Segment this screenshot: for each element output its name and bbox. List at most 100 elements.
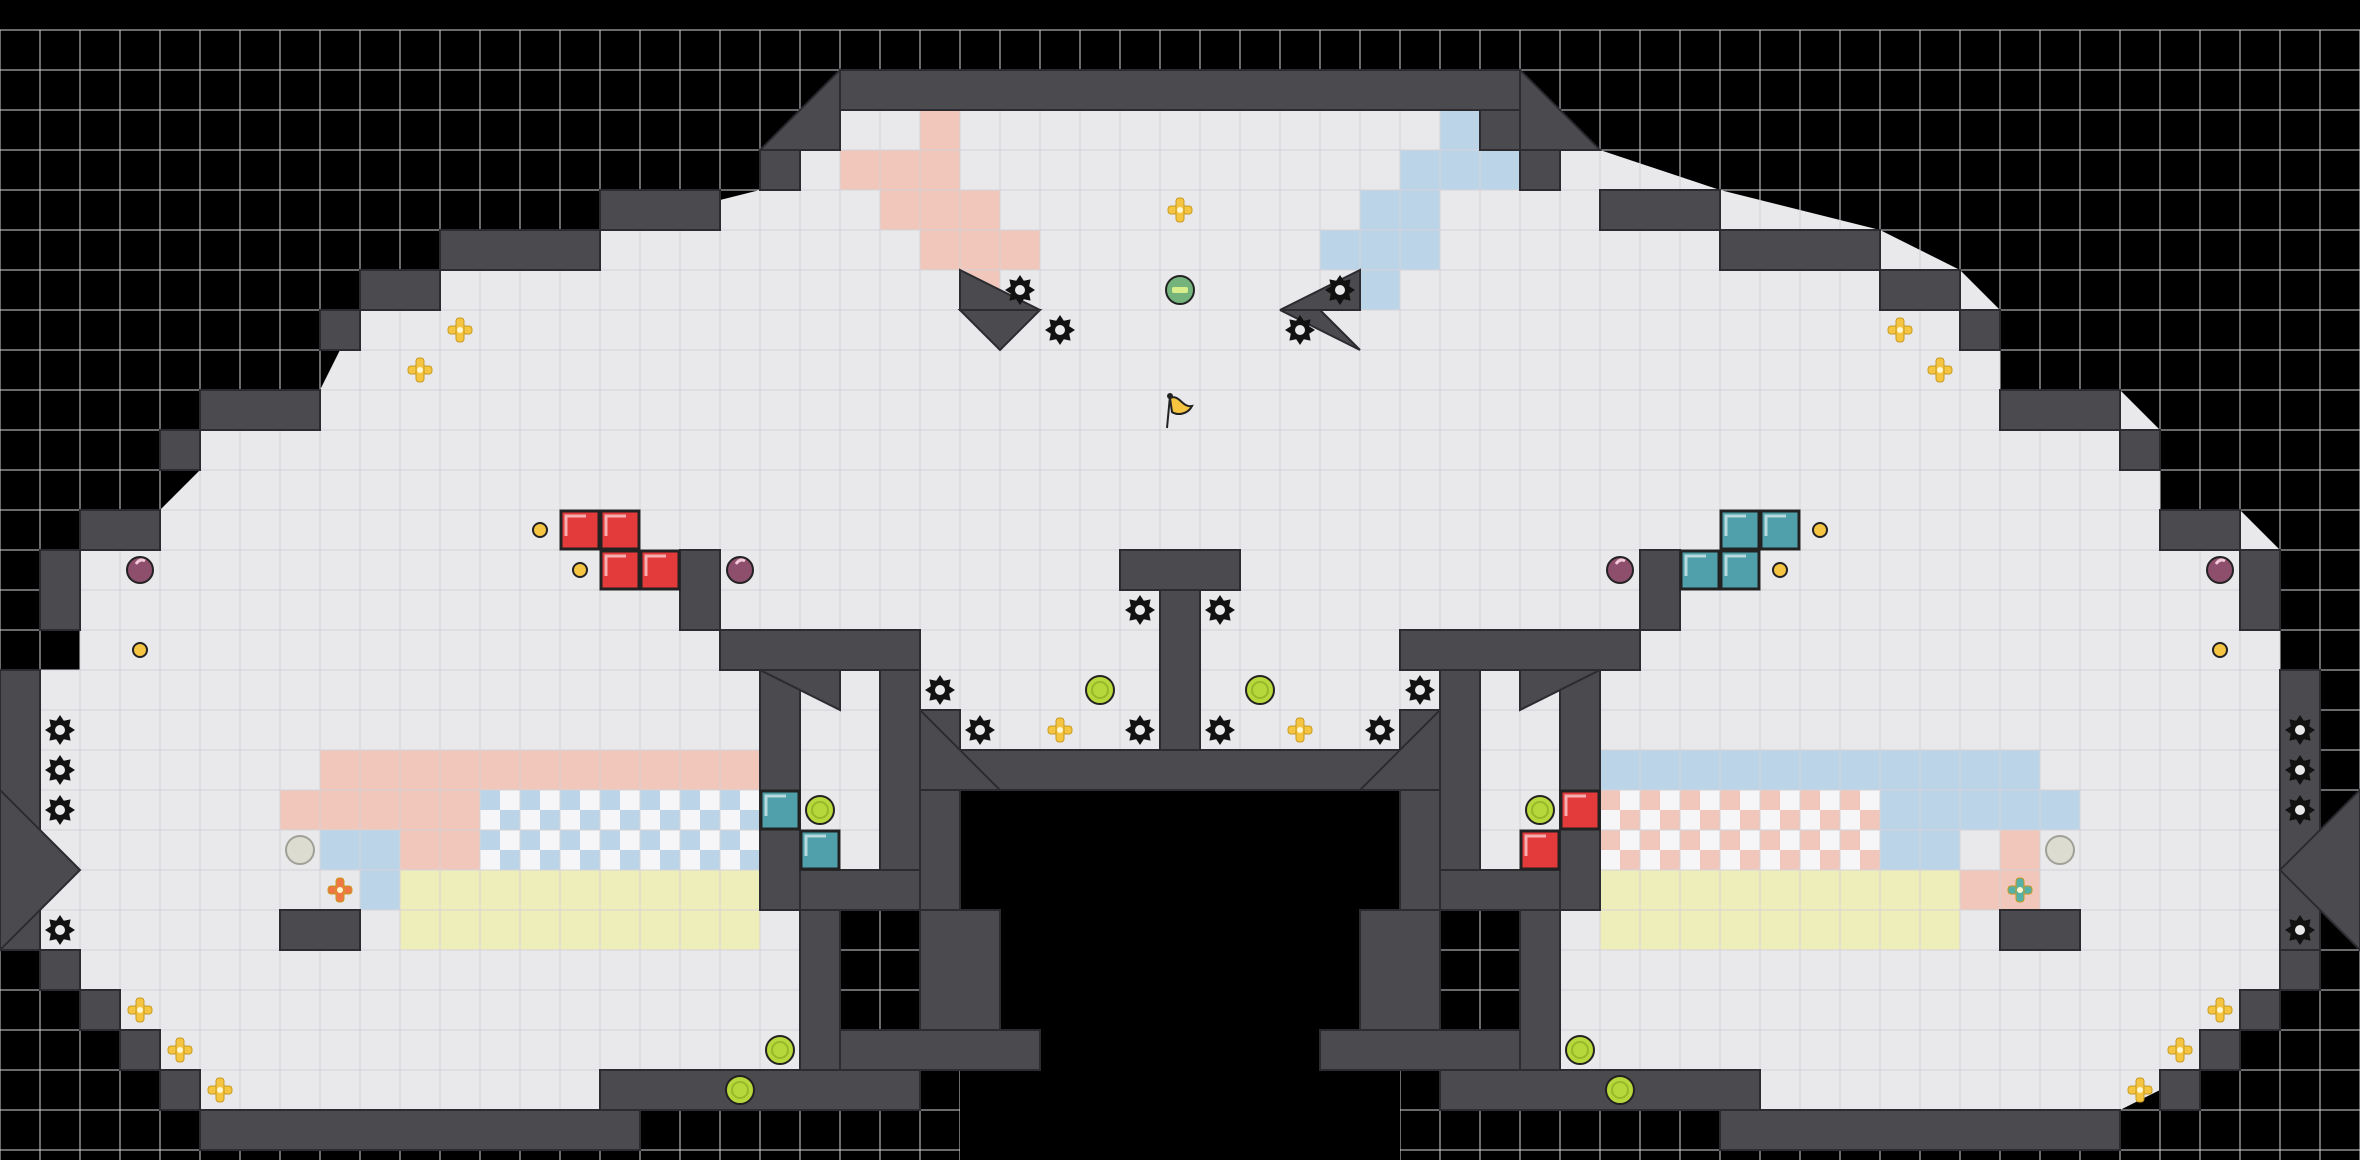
- checker-zone-tile: [1860, 830, 1880, 850]
- wall-block: [2159, 509, 2241, 551]
- checker-zone-tile: [660, 830, 680, 850]
- cross-center: [1057, 727, 1063, 733]
- saw-hub: [975, 725, 985, 735]
- red-block-icon[interactable]: [639, 549, 681, 591]
- checker-zone-tile: [1620, 810, 1640, 830]
- checker-zone-tile: [500, 810, 520, 830]
- red-zone: [920, 230, 1040, 270]
- coin-icon[interactable]: [1525, 795, 1555, 825]
- teal-block-icon[interactable]: [759, 789, 801, 831]
- flag-icon[interactable]: [1166, 393, 1194, 429]
- wall-block: [1479, 109, 1521, 151]
- coin-icon[interactable]: [725, 1075, 755, 1105]
- spike-saw-icon: [1125, 595, 1155, 625]
- cross-center: [2217, 1007, 2223, 1013]
- teal-block-icon[interactable]: [1679, 549, 1721, 591]
- spike-saw-icon: [45, 755, 75, 785]
- checker-zone-tile: [660, 850, 680, 870]
- spike-saw-icon: [1005, 275, 1035, 305]
- cross-pickup-icon: [1167, 197, 1193, 223]
- blue-zone: [1440, 110, 1480, 150]
- teal-block-icon[interactable]: [1719, 509, 1761, 551]
- blue-zone: [1360, 270, 1400, 310]
- wall-block: [2159, 1069, 2201, 1111]
- checker-zone-tile: [580, 830, 600, 850]
- blue-zone: [1320, 230, 1440, 270]
- red-zone: [880, 190, 1000, 230]
- item-layer[interactable]: [45, 197, 2315, 1105]
- coin-icon[interactable]: [1565, 1035, 1595, 1065]
- saw-hub: [1335, 285, 1345, 295]
- red-block-icon[interactable]: [599, 509, 641, 551]
- cross-center: [137, 1007, 143, 1013]
- wall-block: [119, 1029, 161, 1071]
- cross-pickup-icon: [207, 1077, 233, 1103]
- cross-pickup-icon: [407, 357, 433, 383]
- wall-block: [599, 1069, 921, 1111]
- dot-icon: [572, 562, 588, 578]
- wall-block: [2239, 549, 2281, 631]
- switch-icon[interactable]: [2045, 835, 2075, 865]
- wall-block: [159, 429, 201, 471]
- checker-zone-tile: [1740, 830, 1760, 850]
- spike-saw-icon: [925, 675, 955, 705]
- wall-block: [79, 509, 161, 551]
- dot-icon: [532, 522, 548, 538]
- block-shine: [1524, 834, 1546, 856]
- checker-zone-tile: [1660, 790, 1680, 810]
- checker-zone-tile: [1800, 790, 1820, 810]
- coin-icon[interactable]: [1085, 675, 1115, 705]
- checker-zone-tile: [1700, 850, 1720, 870]
- spike-saw-icon: [1205, 715, 1235, 745]
- red-block-icon[interactable]: [559, 509, 601, 551]
- cross-center: [1297, 727, 1303, 733]
- wall-block: [1119, 549, 1241, 591]
- teal-block-icon[interactable]: [799, 829, 841, 871]
- coin-icon[interactable]: [765, 1035, 795, 1065]
- checker-zone-tile: [540, 850, 560, 870]
- wall-block: [79, 989, 121, 1031]
- cross-marker-icon: [327, 877, 353, 903]
- checker-zone-tile: [640, 830, 660, 850]
- coin-icon[interactable]: [1605, 1075, 1635, 1105]
- block-shine: [1724, 514, 1746, 536]
- checker-zone-tile: [1700, 830, 1720, 850]
- wall-slope: [759, 669, 841, 712]
- checker-zone-tile: [580, 850, 600, 870]
- checker-zone-tile: [1820, 850, 1840, 870]
- wall-block: [199, 1109, 641, 1151]
- coin-icon[interactable]: [1245, 675, 1275, 705]
- gem-icon[interactable]: [1165, 275, 1195, 305]
- checker-zone-tile: [700, 830, 720, 850]
- wall-block: [39, 549, 81, 631]
- teal-block-icon[interactable]: [1719, 549, 1761, 591]
- red-block-icon[interactable]: [1559, 789, 1601, 831]
- red-block-icon[interactable]: [1519, 829, 1561, 871]
- checker-zone-tile: [680, 810, 700, 830]
- red-block-icon[interactable]: [599, 549, 641, 591]
- checker-zone-tile: [700, 850, 720, 870]
- cross-center: [417, 367, 423, 373]
- spike-saw-icon: [45, 915, 75, 945]
- switch-icon[interactable]: [285, 835, 315, 865]
- bomb-icon: [126, 556, 154, 584]
- wall-block: [1159, 589, 1201, 751]
- teal-block-icon[interactable]: [1759, 509, 1801, 551]
- spike-saw-icon: [1125, 715, 1155, 745]
- checker-zone-tile: [1660, 830, 1680, 850]
- checker-zone-tile: [1660, 850, 1680, 870]
- coin-ring: [1251, 681, 1269, 699]
- checker-zone-tile: [560, 790, 580, 810]
- cross-pickup-icon: [2127, 1077, 2153, 1103]
- checker-zone-tile: [640, 850, 660, 870]
- bomb-shine: [2214, 558, 2226, 565]
- wall-block: [1999, 909, 2081, 951]
- spike-saw-icon: [2285, 755, 2315, 785]
- coin-icon[interactable]: [805, 795, 835, 825]
- cross-pickup-icon: [1287, 717, 1313, 743]
- block-shine: [604, 514, 626, 536]
- checker-zone-tile: [1780, 790, 1800, 810]
- coin-ring: [771, 1041, 789, 1059]
- checker-zone-tile: [480, 830, 500, 850]
